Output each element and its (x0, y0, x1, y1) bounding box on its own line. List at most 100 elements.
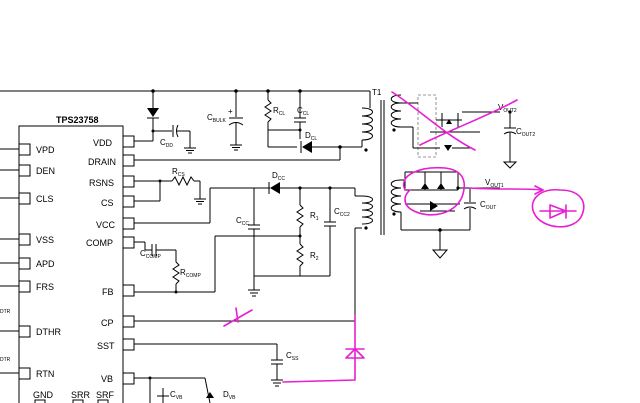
pin-dthr: DTHR (36, 327, 61, 337)
pin-vdd: VDD (93, 138, 113, 148)
pin-box-vb (122, 372, 135, 385)
annotation-circle-diode (531, 189, 585, 228)
pin-box-rsns (122, 175, 135, 188)
annotation-arrow-icon (534, 185, 544, 195)
pin-fb: FB (102, 287, 114, 297)
t1-primary-coil (361, 107, 373, 147)
pin-box-srr (72, 399, 84, 403)
pin-box-vcc (122, 217, 135, 230)
r1-label: R1 (310, 211, 319, 222)
r2-resistor (296, 243, 304, 267)
annotation-x-mark (223, 307, 253, 327)
ic-body (18, 125, 124, 403)
pin-vss: VSS (36, 235, 54, 245)
output-2-stage: VOUT2 COUT2 (401, 94, 535, 169)
pin-box-cs (122, 195, 135, 208)
pin-den: DEN (36, 166, 55, 176)
r1-resistor (296, 204, 304, 228)
rcomp-resistor (172, 261, 180, 285)
annotations (223, 91, 585, 383)
rcs-resistor (171, 175, 195, 187)
out2-body-diode-icon (446, 119, 452, 124)
vdd-diode-icon (147, 108, 159, 117)
pin-box-gnd (34, 399, 46, 403)
pin-box-drain (122, 154, 135, 167)
current-sense: RCS (134, 167, 206, 205)
pin-box-frs (18, 280, 31, 293)
left-pins: VPD DEN CLS VSS APD FRS DTHR RTN GND SRR… (0, 143, 115, 403)
cbulk-plus: + (228, 107, 233, 116)
annotation-strike-2 (419, 99, 518, 146)
css-label: CSS (286, 351, 299, 362)
pin-gnd: GND (33, 390, 54, 400)
cbulk-label: CBULK (207, 113, 227, 124)
lower-pins-network: CSS CVB DVB (134, 227, 362, 403)
ccc-label: CCC (236, 216, 249, 227)
cvb-label: CVB (170, 390, 183, 401)
pin-srr: SRR (71, 390, 91, 400)
ccl-label: CCL (297, 106, 309, 117)
out2-diode-icon (444, 145, 452, 151)
pin-box-vpd (18, 143, 31, 156)
pin-box-fb (122, 284, 135, 297)
out1-sr-diode-2-icon (437, 183, 445, 189)
annotation-wire (282, 315, 356, 383)
annotation-circle-sr (402, 166, 466, 216)
pin-drain: DRAIN (88, 157, 116, 167)
ic-tps23758: TPS23758 VPD DEN CLS VSS APD FRS DTHR RT… (0, 115, 135, 403)
pin-vcc: VCC (96, 220, 116, 230)
t1-label: T1 (372, 88, 382, 97)
output-1-stage: VOUT1 COUT (400, 171, 504, 259)
dcl-diode-icon (302, 141, 312, 153)
pin-box-srf (97, 399, 109, 403)
ic-name: TPS23758 (56, 115, 99, 125)
pin-vpd: VPD (36, 145, 55, 155)
pin-box-vdd (122, 135, 135, 148)
dcc-label: DCC (272, 171, 285, 182)
ccomp-label: CCOMP (140, 249, 161, 260)
pin-rtn: RTN (36, 369, 54, 379)
rcl-resistor (264, 99, 272, 123)
annotation-diode-icon (539, 204, 577, 219)
rcl-label: RCL (273, 106, 285, 117)
pin-box-vss (18, 233, 31, 246)
pin-comp: COMP (86, 238, 113, 248)
pin-box-cls (18, 192, 31, 205)
t1-secondary1-coil (390, 179, 402, 213)
comp-network: CCOMP RCOMP (134, 241, 201, 294)
dcl-label: DCL (305, 131, 317, 142)
pin-apd: APD (36, 259, 55, 269)
vout1-label: VOUT1 (485, 178, 504, 189)
clipped-label-dtr-1: DTR (0, 309, 11, 315)
transformer-t1: T1 (361, 88, 402, 235)
cdd-label: CDD (160, 138, 173, 149)
r2-label: R2 (310, 251, 319, 262)
annotation-diode-sst-icon (345, 348, 365, 359)
cout-label: COUT (480, 200, 496, 211)
pin-box-comp (122, 236, 135, 249)
pin-cp: CP (101, 318, 114, 328)
rcomp-label: RCOMP (180, 268, 201, 279)
pin-box-cp (122, 315, 135, 328)
input-rail: CDD + CBULK RCL CCL DCL (0, 89, 371, 161)
aux-supply-feedback: DCC CCC R1 R2 CCC2 (134, 171, 362, 297)
out1-ground-icon (431, 249, 449, 259)
pin-frs: FRS (36, 282, 54, 292)
dvb-label: DVB (223, 390, 236, 401)
pin-box-rtn (18, 367, 31, 380)
out2-ground-icon (502, 161, 518, 169)
pin-box-dthr (18, 325, 31, 338)
pin-rsns: RSNS (89, 178, 114, 188)
out1-sr-diode-1-icon (421, 183, 429, 189)
clipped-label-dtr-2: DTR (0, 357, 11, 363)
pin-vb: VB (101, 374, 113, 384)
pin-srf: SRF (96, 390, 115, 400)
dcc-diode-icon (270, 182, 280, 194)
right-pins: VDD DRAIN RSNS CS VCC COMP FB CP SST VB (86, 135, 135, 385)
t1-aux-coil (361, 195, 373, 225)
pin-box-apd (18, 257, 31, 270)
annotation-arrow-line (469, 187, 544, 191)
annotation-strike-1 (391, 91, 476, 151)
dvb-diode-icon (206, 392, 214, 398)
